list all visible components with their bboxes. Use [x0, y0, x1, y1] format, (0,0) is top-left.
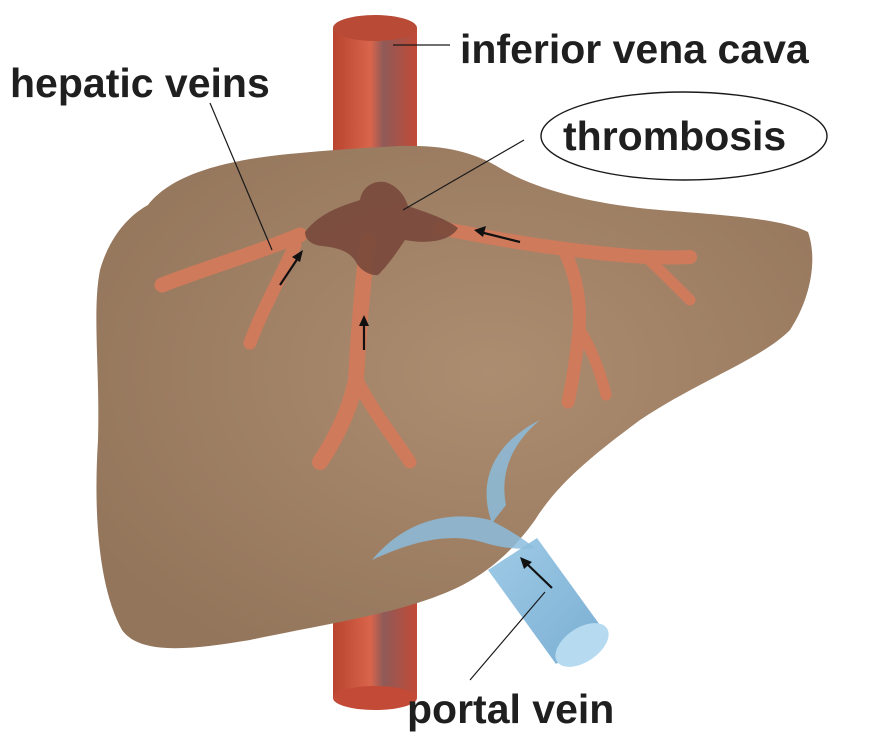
liver [96, 146, 812, 648]
label-hepatic-veins: hepatic veins [10, 60, 270, 106]
label-inferior-vena-cava: inferior vena cava [460, 26, 810, 72]
label-portal-vein: portal vein [407, 686, 614, 732]
leader-portal-vein [470, 592, 545, 680]
label-thrombosis: thrombosis [563, 113, 786, 159]
